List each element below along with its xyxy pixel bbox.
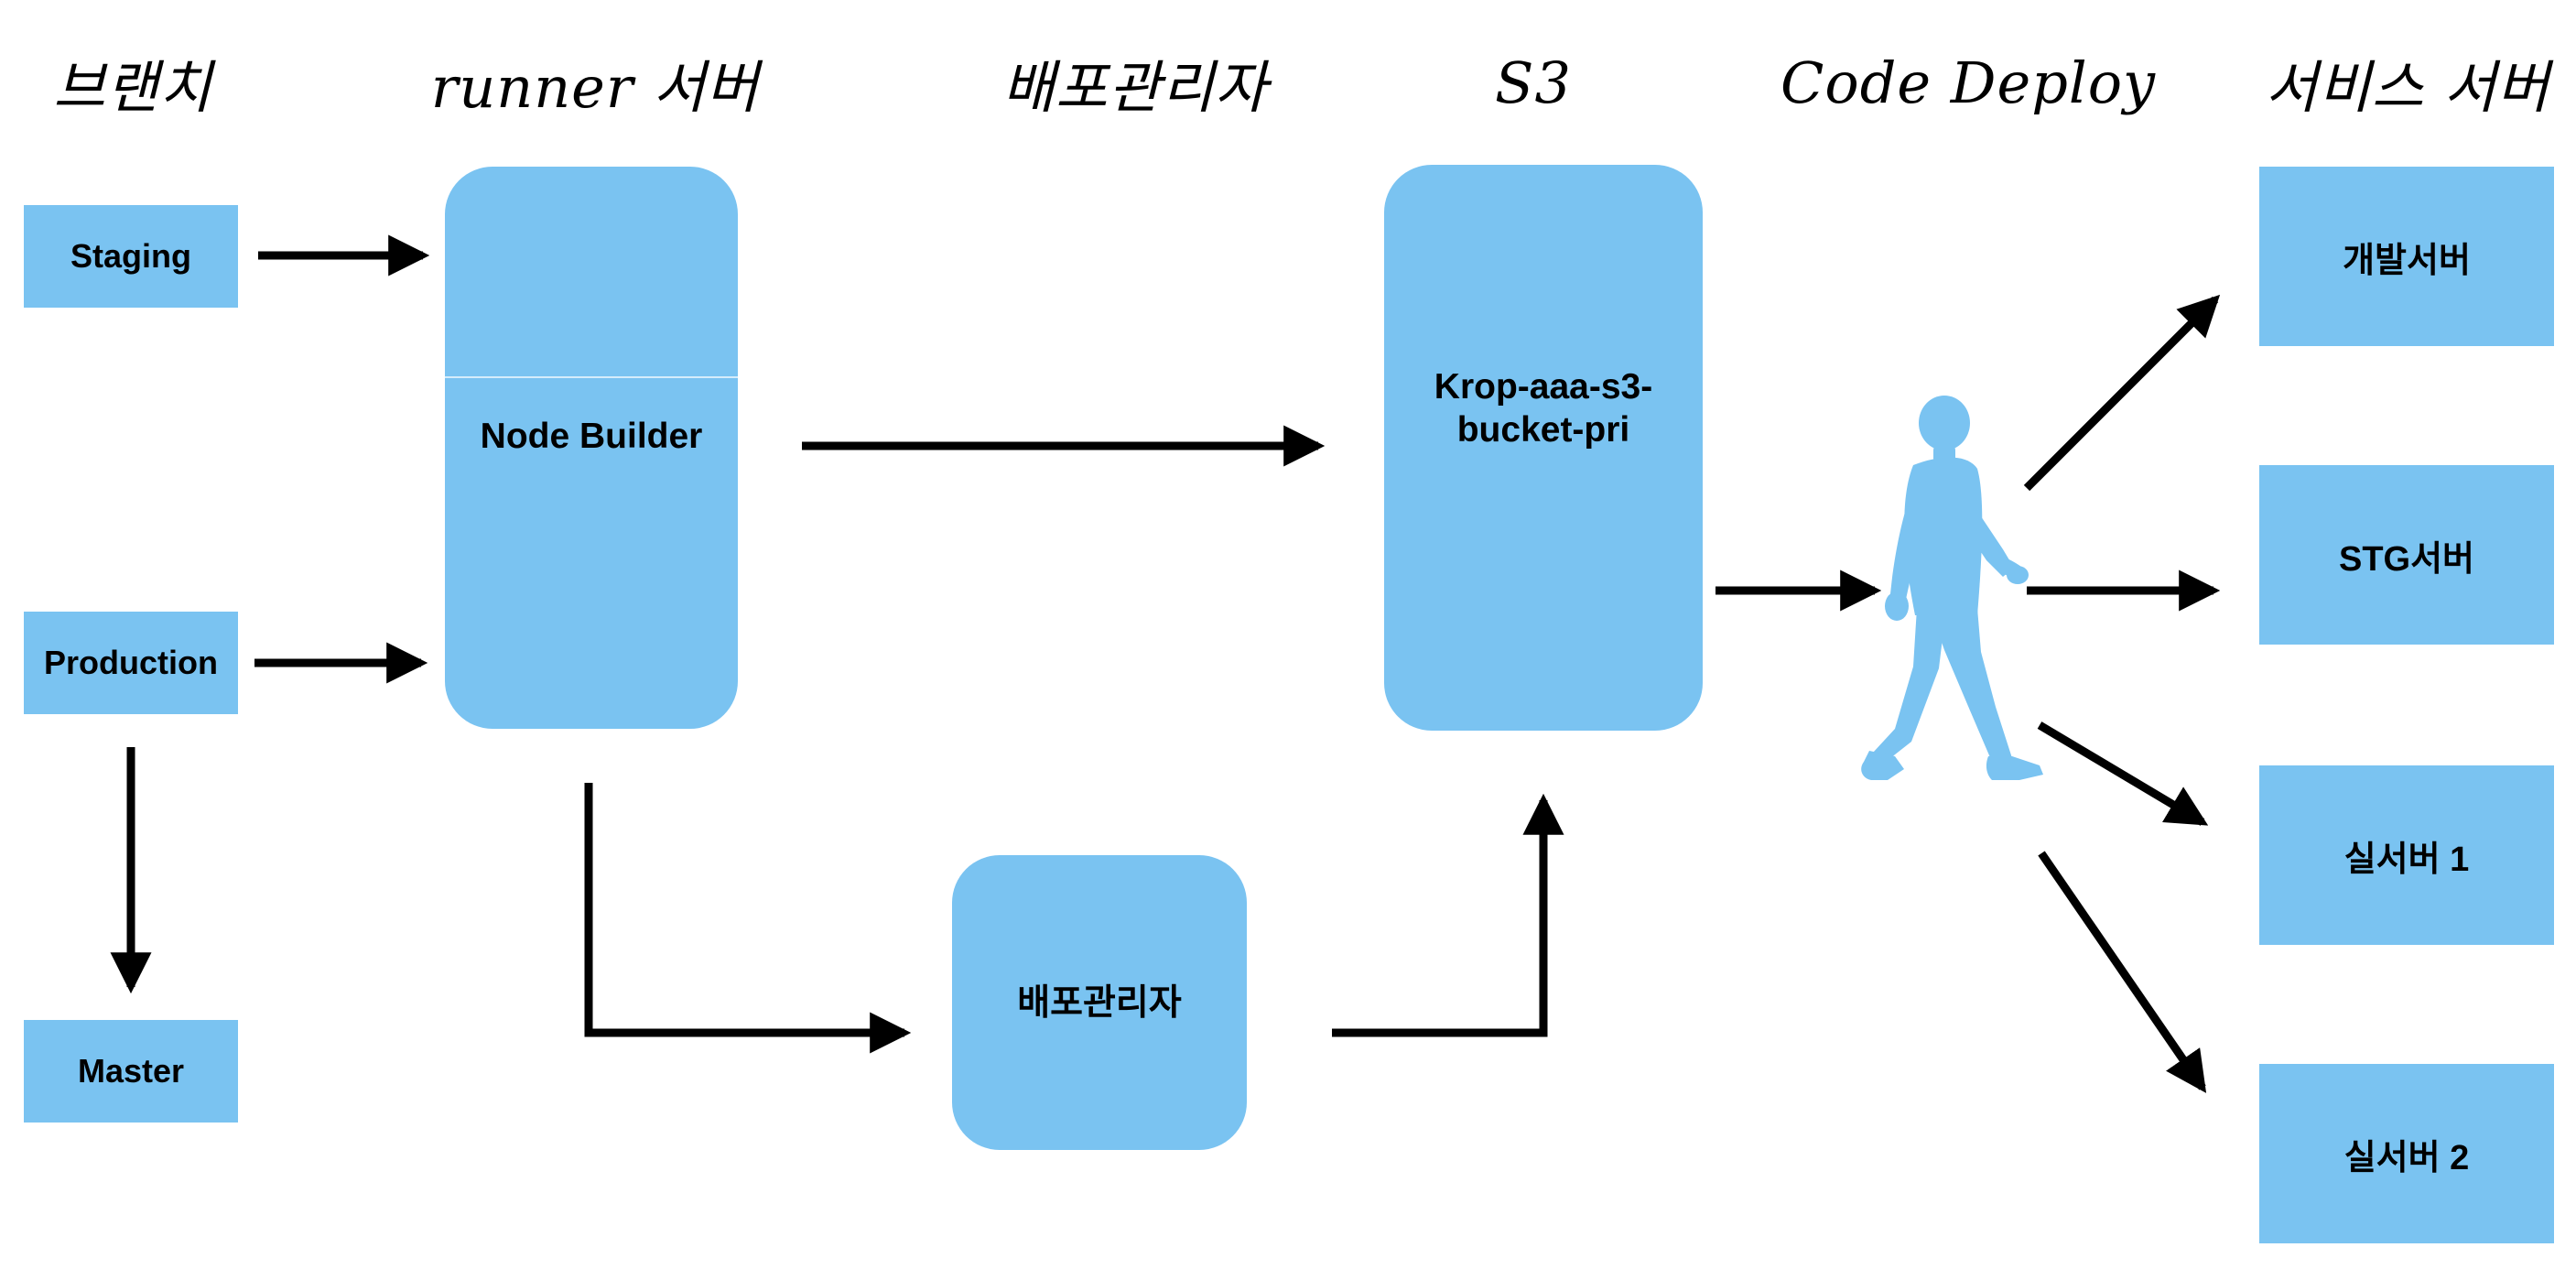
branch-production-box[interactable]: Production (24, 612, 238, 714)
arrow-node-builder-to-deploy-manager (584, 783, 912, 1054)
header-s3: S3 (1495, 49, 1572, 116)
branch-master-box[interactable]: Master (24, 1020, 238, 1123)
header-deploy-manager: 배포관리자 (1001, 54, 1269, 121)
branch-staging-box[interactable]: Staging (24, 205, 238, 308)
deploy-manager-box[interactable]: 배포관리자 (952, 855, 1247, 1150)
header-code-deploy: Code Deploy (1780, 49, 2157, 116)
header-service-server: 서비스 서버 (2265, 54, 2550, 121)
header-branch: 브랜치 (52, 54, 213, 121)
arrow-code-deploy-to-real-server-2 (2038, 851, 2207, 1093)
server-dev-box[interactable]: 개발서버 (2259, 167, 2554, 346)
node-builder-divider (445, 376, 738, 378)
walking-person-icon (1861, 396, 2043, 780)
arrow-code-deploy-to-dev-server (2023, 294, 2221, 492)
server-real-1-box[interactable]: 실서버 1 (2259, 765, 2554, 945)
server-stg-box[interactable]: STG서버 (2259, 465, 2554, 645)
server-real-2-box[interactable]: 실서버 2 (2259, 1064, 2554, 1243)
arrow-code-deploy-to-real-server-1 (2037, 721, 2209, 826)
arrow-deploy-manager-to-s3 (1332, 793, 1564, 1037)
node-builder-box[interactable]: Node Builder (445, 167, 738, 729)
s3-bucket-box[interactable]: Krop-aaa-s3-bucket-pri (1384, 165, 1703, 731)
header-runner-server: runner 서버 (430, 54, 760, 121)
